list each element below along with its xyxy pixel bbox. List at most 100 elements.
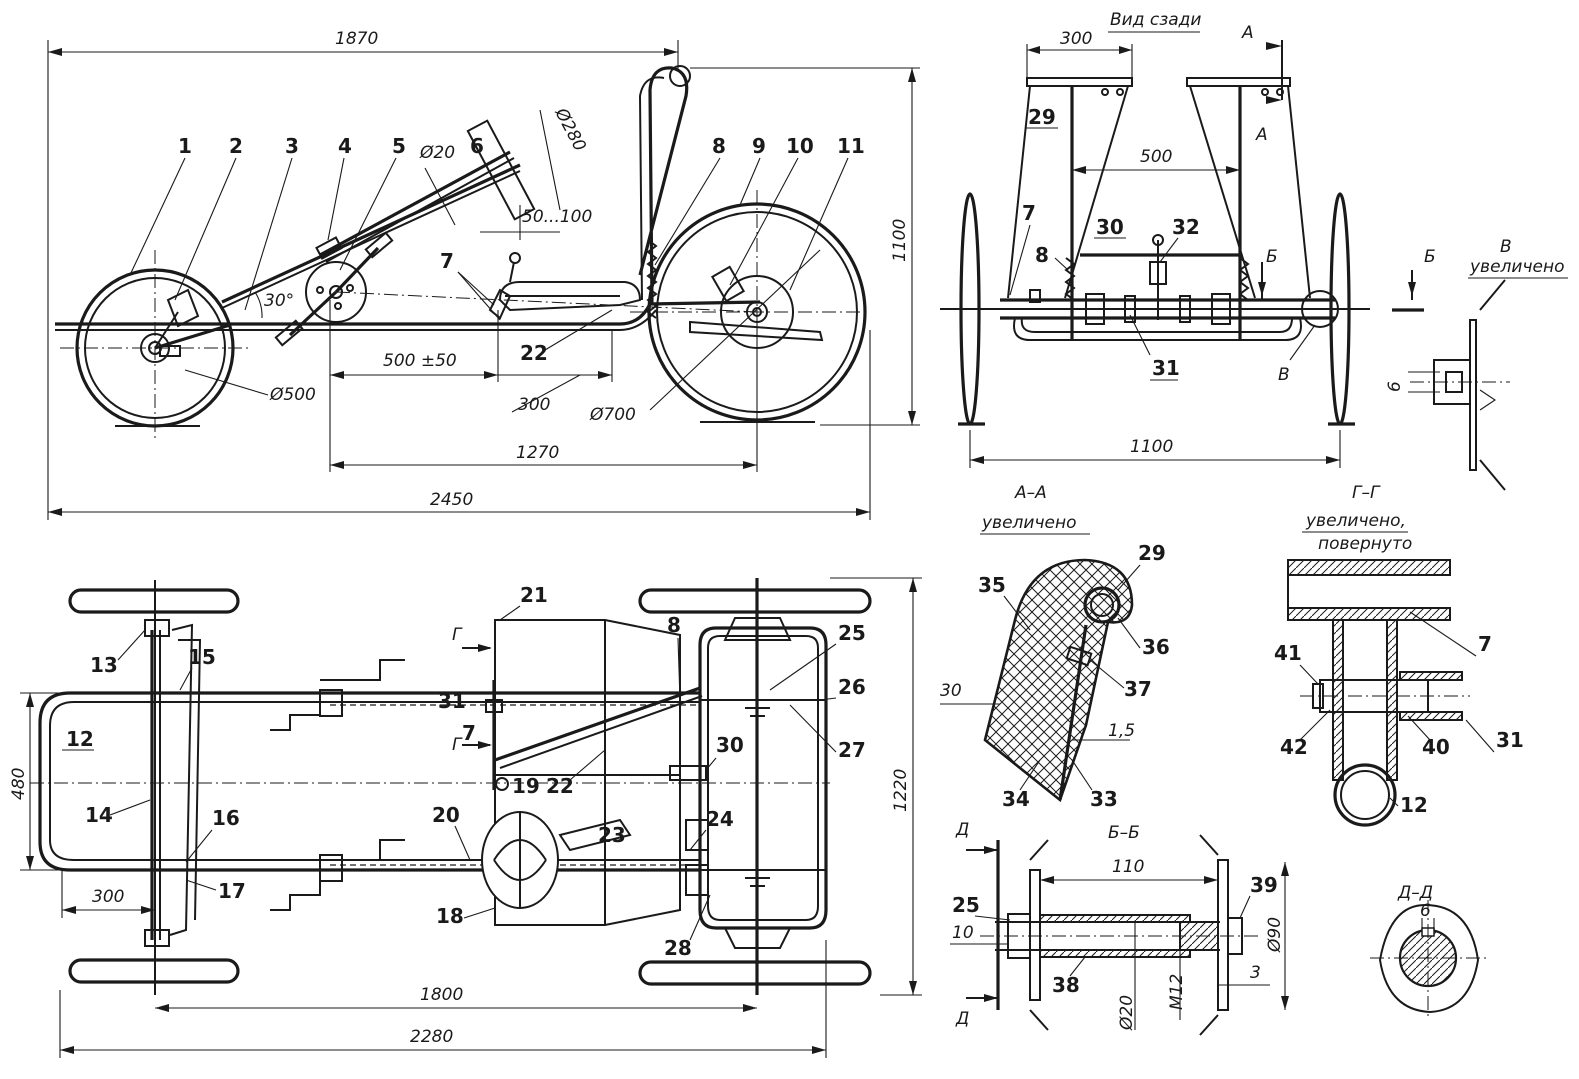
section-gg-rotated: повернуто: [1318, 534, 1412, 554]
part-8-side: 8: [712, 134, 726, 158]
dim-2450: 2450: [430, 490, 473, 510]
dim-bb-20: Ø20: [1117, 995, 1137, 1031]
part-23: 23: [598, 823, 626, 847]
part-37: 37: [1124, 677, 1152, 701]
part-22-side: 22: [520, 341, 548, 365]
part-8-rear: 8: [1035, 243, 1049, 267]
part-35: 35: [978, 573, 1006, 597]
part-34: 34: [1002, 787, 1030, 811]
part-1: 1: [178, 134, 192, 158]
part-29-aa: 29: [1138, 541, 1166, 565]
mark-g-top: Г: [452, 625, 463, 645]
part-18: 18: [436, 904, 464, 928]
part-10: 10: [786, 134, 814, 158]
part-42: 42: [1280, 735, 1308, 759]
part-32: 32: [1172, 215, 1200, 239]
dim-50-100: 50...100: [522, 207, 592, 227]
part-27: 27: [838, 738, 866, 762]
mark-g-bottom: Г: [452, 735, 463, 755]
mark-a-bottom: А: [1255, 125, 1268, 145]
dim-480: 480: [9, 768, 29, 800]
section-aa: А–А увеличено 30 1,5 29 35 36 37 34 33: [940, 483, 1170, 811]
part-33: 33: [1090, 787, 1118, 811]
part-7-side: 7: [440, 249, 454, 273]
section-gg-enlarged: увеличено,: [1305, 511, 1406, 531]
part-25-plan: 25: [838, 621, 866, 645]
part-15: 15: [188, 645, 216, 669]
dim-dia700: Ø700: [589, 405, 636, 425]
part-26: 26: [838, 675, 866, 699]
dim-1870: 1870: [335, 29, 378, 49]
part-30-plan: 30: [716, 733, 744, 757]
view-v-detail: В увеличено 6: [1385, 237, 1568, 491]
dim-aa-30: 30: [940, 681, 962, 701]
part-16: 16: [212, 806, 240, 830]
dim-rear-500: 500: [1140, 147, 1172, 167]
dim-rear-1100: 1100: [1130, 437, 1173, 457]
part-13: 13: [90, 653, 118, 677]
section-bb-title: Б–Б: [1108, 823, 1140, 843]
dim-aa-15: 1,5: [1108, 721, 1135, 741]
part-40: 40: [1422, 735, 1450, 759]
dim-dia500: Ø500: [269, 385, 316, 405]
section-aa-title: А–А: [1014, 483, 1047, 503]
rear-view-title: Вид сзади: [1110, 10, 1201, 30]
part-41: 41: [1274, 641, 1302, 665]
part-8-plan: 8: [667, 613, 681, 637]
dim-v-6: 6: [1385, 381, 1405, 392]
part-7-gg: 7: [1478, 632, 1492, 656]
part-25-bb: 25: [952, 893, 980, 917]
section-gg-title: Г–Г: [1352, 483, 1381, 503]
part-12-plan: 12: [66, 727, 94, 751]
part-19: 19: [512, 774, 540, 798]
part-24: 24: [706, 807, 734, 831]
part-6: 6: [470, 134, 484, 158]
dim-1100-side: 1100: [890, 219, 910, 262]
dim-bb-90: Ø90: [1265, 917, 1285, 953]
part-20: 20: [432, 803, 460, 827]
part-31-plan: 31: [438, 689, 466, 713]
part-11: 11: [837, 134, 865, 158]
section-gg: Г–Г увеличено, повернуто 7 41 42 40 31 1…: [1274, 483, 1524, 827]
dim-500-50: 500 ±50: [383, 351, 457, 371]
part-31-rear: 31: [1152, 356, 1180, 380]
mark-d-bottom: Д: [955, 1009, 969, 1029]
dim-bb-m12: M12: [1167, 974, 1187, 1010]
part-39: 39: [1250, 873, 1278, 897]
part-38: 38: [1052, 973, 1080, 997]
part-30-rear: 30: [1096, 215, 1124, 239]
mark-v-rear: В: [1278, 365, 1290, 385]
side-part-labels: 1 2 3 4 5 6 7 8 9 10 11 22: [129, 134, 865, 365]
part-7-rear: 7: [1022, 201, 1036, 225]
dim-1270: 1270: [516, 443, 559, 463]
section-dd: Д–Д 6: [1370, 883, 1488, 1020]
view-v-title: В: [1500, 237, 1512, 257]
part-14: 14: [85, 803, 113, 827]
part-12-gg: 12: [1400, 793, 1428, 817]
part-31-gg: 31: [1496, 728, 1524, 752]
dim-bb-110: 110: [1112, 857, 1144, 877]
dim-plan-300: 300: [92, 887, 124, 907]
mark-a-top: А: [1241, 23, 1254, 43]
dim-rear-300: 300: [1060, 29, 1092, 49]
section-dd-title: Д–Д: [1397, 883, 1433, 903]
part-4: 4: [338, 134, 352, 158]
plan-part-labels: 13 15 12 14 16 17 21 31 7 19 22 20 23 24: [62, 583, 866, 960]
section-bb: Б–Б Д Д 110 10 Ø90 M1: [950, 820, 1289, 1036]
rear-view: Вид сзади 300 А А 500: [940, 10, 1436, 468]
part-2: 2: [229, 134, 243, 158]
dim-dia280: Ø280: [550, 104, 590, 155]
part-17: 17: [218, 879, 246, 903]
part-29-rear: 29: [1028, 105, 1056, 129]
dim-2280: 2280: [410, 1027, 453, 1047]
view-v-enlarged: увеличено: [1469, 257, 1564, 277]
part-21: 21: [520, 583, 548, 607]
dim-300-side: 300: [518, 395, 550, 415]
dim-bb-10: 10: [952, 923, 974, 943]
part-9: 9: [752, 134, 766, 158]
dim-30deg: 30°: [264, 291, 294, 311]
dim-dd-6: 6: [1420, 901, 1431, 921]
part-7-plan: 7: [462, 721, 476, 745]
section-aa-enlarged: увеличено: [981, 513, 1076, 533]
